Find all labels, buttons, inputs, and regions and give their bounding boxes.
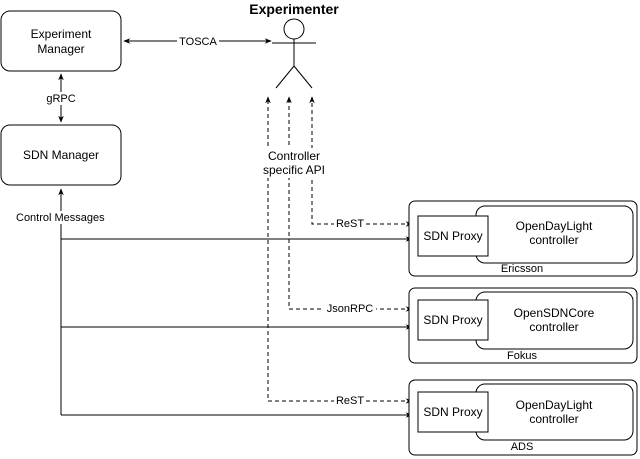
api-label-line1: Controller (268, 149, 320, 163)
tosca-label: TOSCA (179, 36, 217, 48)
experimenter-actor-icon (272, 18, 316, 89)
sdn-manager-label: SDN Manager (23, 148, 99, 162)
sdn-manager-node: SDN Manager (0, 124, 122, 186)
controller-label-ericsson-line1: OpenDayLight (516, 219, 593, 233)
experiment-manager-label-line2: Manager (37, 42, 84, 56)
controller-label-ads-line1: OpenDayLight (516, 398, 593, 412)
site-label-ericsson: Ericsson (501, 263, 543, 275)
control-messages-label: Control Messages (16, 212, 105, 224)
api-label-line2: specific API (263, 163, 325, 177)
proxy-label-ads: SDN Proxy (423, 405, 482, 419)
controller-label-fokus-line1: OpenSDNCore (514, 306, 595, 320)
site-label-ads: ADS (511, 441, 534, 453)
protocol-label-ericsson: ReST (336, 218, 364, 230)
proxy-label-fokus: SDN Proxy (423, 313, 482, 327)
experiment-manager-node: Experiment Manager (0, 10, 122, 72)
site-label-fokus: Fokus (507, 350, 537, 362)
controller-label-fokus-line2: controller (529, 320, 578, 334)
experiment-manager-label-line1: Experiment (31, 27, 92, 41)
experimenter-label: Experimenter (249, 1, 339, 17)
api-edge-fokus (286, 96, 413, 312)
site-ads: SDN Proxy OpenDayLight controller ADS (408, 379, 638, 456)
grpc-label: gRPC (46, 93, 75, 105)
controller-label-ericsson-line2: controller (529, 233, 578, 247)
site-fokus: SDN Proxy OpenSDNCore controller Fokus (408, 287, 638, 364)
proxy-label-ericsson: SDN Proxy (423, 229, 482, 243)
api-edge-ads (265, 96, 413, 404)
site-ericsson: SDN Proxy OpenDayLight controller Ericss… (408, 200, 638, 277)
protocol-label-fokus: JsonRPC (327, 303, 374, 315)
controller-label-ads-line2: controller (529, 412, 578, 426)
protocol-label-ads: ReST (336, 395, 364, 407)
